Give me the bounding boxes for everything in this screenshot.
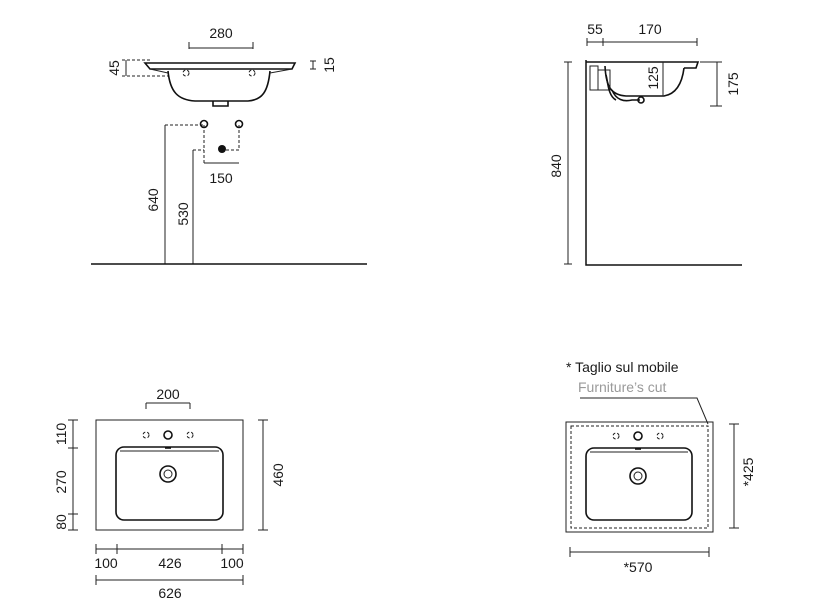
water-valve-right-icon [234,119,244,129]
tap-hole-center-icon [633,431,643,441]
dim-wall-offset: 55 [587,21,603,37]
furniture-cut-line [570,425,709,529]
drain-icon [629,467,647,485]
basin-cutout-outline [565,421,714,533]
dim-row-mid: 270 [53,470,69,494]
cutout-note-subtitle: Furniture’s cut [578,379,667,395]
dim-left-margin: 100 [94,555,118,571]
front-elevation-view: 280 45 15 150 640 530 [91,25,367,265]
tap-hole-center-icon [163,430,173,440]
cutout-view: * Taglio sul mobile Furniture’s cut *425… [565,359,756,575]
basin-plan-bowl [115,446,224,521]
plan-view: 200 110 270 80 460 100 426 100 626 [53,386,286,601]
dim-tap-spacing: 200 [156,386,180,402]
tap-hole-right-icon [656,432,664,440]
basin-side-profile [586,61,700,104]
dim-cutout-depth: *425 [740,457,756,486]
dim-valve-height: 640 [145,188,161,212]
cutout-note-title: * Taglio sul mobile [566,359,679,375]
dim-row-bottom: 80 [53,514,69,530]
dim-basin-height-left: 45 [106,60,122,76]
wall-and-floor [585,60,742,266]
dim-basin-width-top: 280 [209,25,233,41]
dim-bowl-width: 426 [158,555,182,571]
tap-hole-right-icon [186,431,194,439]
basin-front-profile [143,62,297,107]
drain-outlet-icon [218,145,226,153]
cutout-bowl [585,447,693,521]
dim-valve-spacing: 150 [209,170,233,186]
tap-hole-left-icon [142,431,150,439]
overflow-hole-icon [182,69,190,77]
dim-plan-depth: 460 [270,463,286,487]
dim-right-margin: 100 [220,555,244,571]
dim-row-top: 110 [53,423,69,446]
dim-basin-height-right: 15 [321,57,337,73]
dim-basin-depth: 170 [638,21,662,37]
note-leader-line [580,397,709,425]
dim-overall-width: 626 [158,585,182,601]
basin-plan-outline [95,419,244,531]
dim-floor-height: 840 [548,154,564,178]
tap-hole-left-icon [612,432,620,440]
side-elevation-view: 55 170 125 175 840 [548,21,742,266]
dim-total-height: 175 [725,72,741,96]
dim-cutout-width: *570 [624,559,653,575]
water-valve-left-icon [199,119,209,129]
dim-drain-height: 530 [175,202,191,226]
overflow-hole-icon [248,69,256,77]
drain-icon [159,465,177,483]
dim-bowl-height: 125 [645,66,661,90]
